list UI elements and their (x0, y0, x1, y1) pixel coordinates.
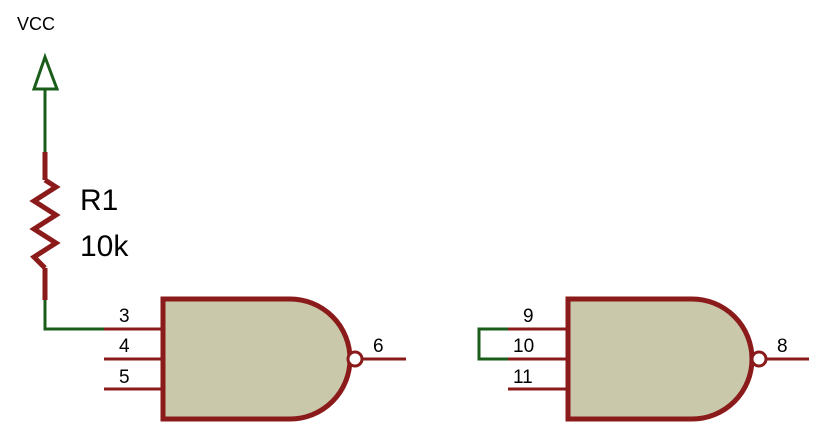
wire-pin9-pin10[interactable] (477, 327, 508, 361)
gate1-inversion-bubble (346, 350, 364, 368)
gate2-pin-label: 11 (513, 367, 533, 388)
vcc-label: VCC (17, 14, 55, 34)
gate2-pin-label: 10 (513, 336, 534, 357)
power-arrow-icon[interactable] (31, 52, 60, 91)
gate1-pin-label: 3 (119, 306, 130, 327)
nand-gate-1[interactable] (104, 296, 406, 422)
resistor-value-label: 10k (80, 230, 129, 263)
gate2-inversion-bubble (750, 350, 768, 368)
gate2-pin-label: 9 (523, 306, 534, 327)
gate1-pin-label: 5 (119, 367, 130, 388)
gate2-body (565, 296, 755, 422)
gate1-pin-label: 4 (119, 336, 130, 357)
gate1-output-label: 6 (373, 336, 384, 357)
resistor-ref-label: R1 (80, 184, 118, 217)
resistor-r1[interactable] (29, 152, 61, 300)
gate2-output-label: 8 (777, 336, 788, 357)
nand-gate-2[interactable] (508, 296, 809, 422)
gate1-body (160, 296, 353, 422)
wire-r1-pin3[interactable] (43, 300, 104, 331)
